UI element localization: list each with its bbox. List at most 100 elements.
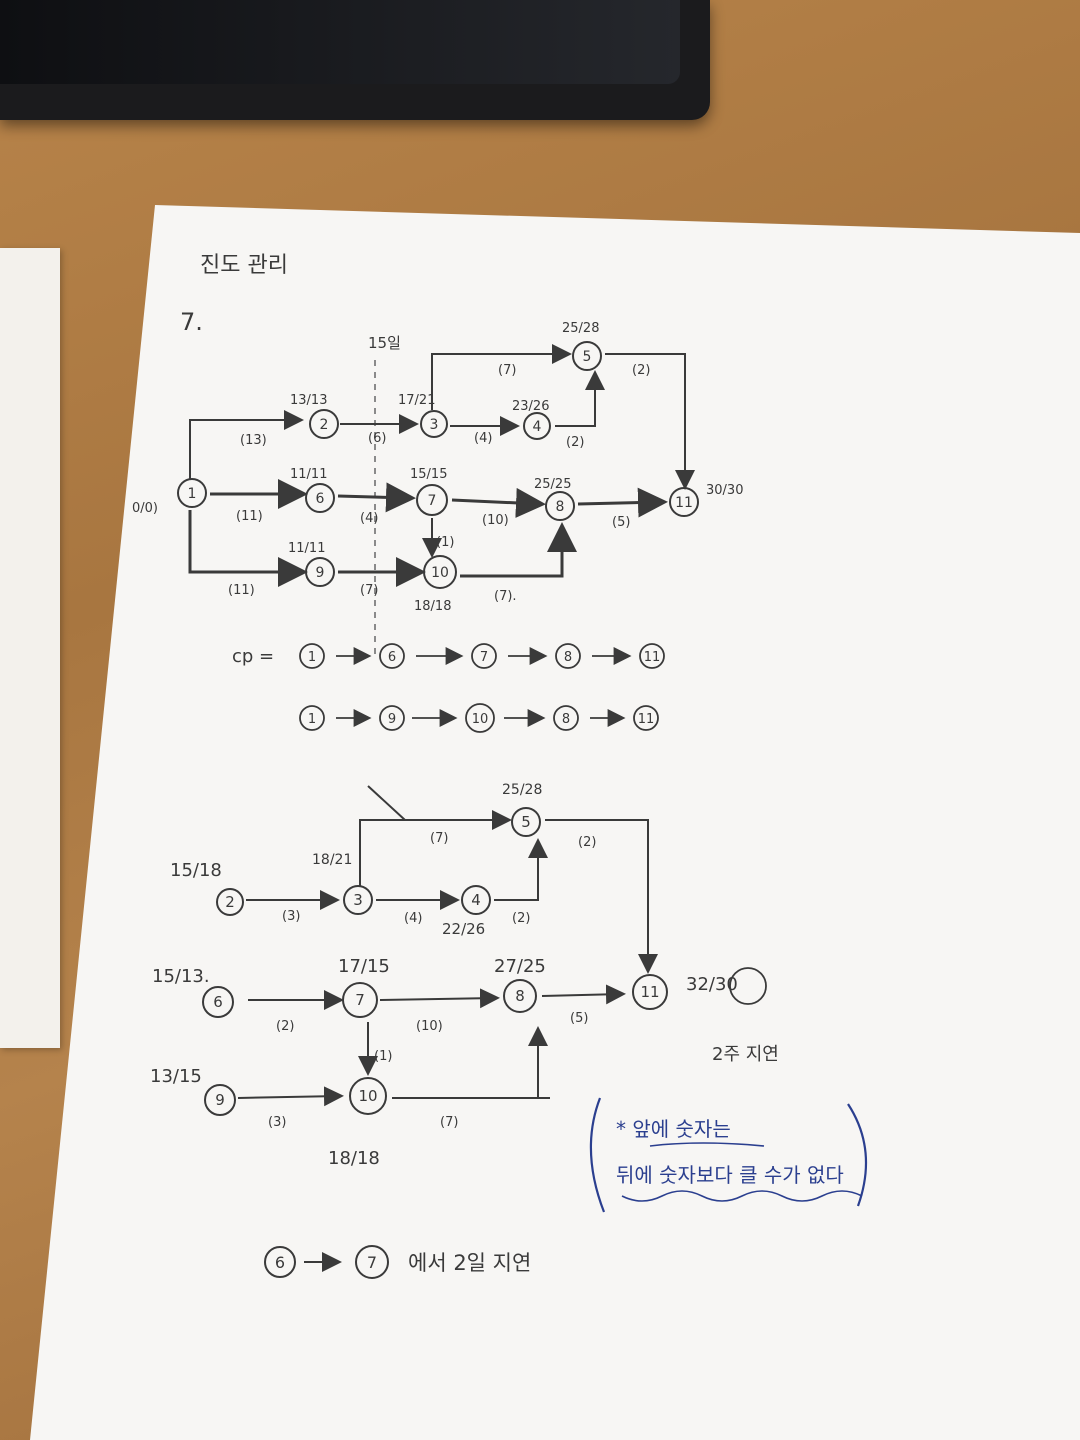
node2-11: [632, 974, 668, 1010]
node-6-times: 11/11: [290, 467, 327, 482]
dur-8-11: (5): [612, 515, 630, 530]
dur-1-6: (11): [236, 509, 263, 524]
cp2-node-b: [379, 705, 405, 731]
cp-prefix: cp =: [232, 646, 274, 667]
node2-9-times: 13/15: [150, 1066, 202, 1087]
node2-6: [202, 986, 234, 1018]
node-10-times: 18/18: [414, 599, 451, 614]
dur2-3-4: (4): [404, 911, 422, 926]
node-7: [416, 484, 448, 516]
dur-5-11: (2): [632, 363, 650, 378]
dur2-10-8: (7): [440, 1115, 458, 1130]
header-title: 진도 관리: [200, 253, 288, 278]
dur-1-2: (13): [240, 433, 267, 448]
node-5-label: 5: [583, 349, 592, 365]
cp2-node-c: [465, 703, 495, 733]
node2-3-label: 3: [353, 891, 363, 909]
dur-7-8: (10): [482, 513, 509, 528]
edge2-3-5: [359, 810, 512, 886]
node2-11-label: 11: [640, 983, 659, 1001]
cp1-node-e: [639, 643, 665, 669]
node2-8-label: 8: [515, 987, 525, 1005]
node2-7-times: 17/15: [338, 956, 390, 977]
dur-4-5: (2): [566, 435, 584, 450]
edge2-8-11: [541, 984, 626, 1005]
blue-note-line2: 뒤에 숫자보다 클 수가 없다: [616, 1163, 844, 1187]
cp2-node-d: [553, 705, 579, 731]
extra-note: 2주 지연: [712, 1044, 779, 1065]
node2-3: [343, 885, 373, 915]
node2-11-times: 32/30: [686, 974, 738, 995]
node-6: [305, 483, 335, 513]
edge2-9-10: [237, 1086, 344, 1107]
critical-paths: cp =: [232, 643, 665, 733]
cut-label: 15일: [368, 334, 401, 352]
cp1-b: 6: [388, 650, 396, 665]
conclusion: [264, 1245, 389, 1279]
node2-9-label: 9: [215, 1091, 225, 1109]
node-8-label: 8: [556, 499, 565, 515]
node2-7-label: 7: [355, 991, 365, 1009]
dur2-2-3: (3): [282, 909, 300, 924]
node-7-times: 15/15: [410, 467, 447, 482]
edge-8-11: [577, 487, 668, 518]
diagram1-durations: (13) (6) (4) (7) (2) (2) (11) (4) (10) (…: [228, 363, 650, 604]
node2-10-times: 18/18: [328, 1148, 380, 1169]
cp1-node-b: [379, 643, 405, 669]
node-9-times: 11/11: [288, 541, 325, 556]
node-9-label: 9: [316, 565, 325, 581]
node2-5-label: 5: [521, 813, 531, 831]
edge2-4-5: [494, 838, 548, 901]
node-9: [305, 557, 335, 587]
node-8-times: 25/25: [534, 477, 571, 492]
cp1-node-a: [299, 643, 325, 669]
node2-10: [349, 1077, 387, 1115]
node2-8: [503, 979, 537, 1013]
node2-9: [204, 1084, 236, 1116]
dur-6-7: (4): [360, 511, 378, 526]
node2-4-label: 4: [471, 891, 481, 909]
cp2-b: 9: [388, 712, 396, 727]
diagram2-times: 15/18 18/21 22/26 25/28 15/13. 17/15 27/…: [150, 782, 738, 1169]
blue-note: * 앞에 숫자는 뒤에 숫자보다 클 수가 없다: [589, 1097, 868, 1213]
problem-number: 7.: [180, 308, 203, 336]
tablet-device: [0, 0, 710, 120]
cp1-node-c: [471, 643, 497, 669]
node-10: [423, 555, 457, 589]
edge-7-8: [451, 487, 546, 518]
node-2-times: 13/13: [290, 393, 327, 408]
node2-6-label: 6: [213, 993, 223, 1011]
blue-note-line1: * 앞에 숫자는: [616, 1117, 731, 1141]
cp1-a: 1: [308, 650, 316, 665]
node-7-label: 7: [428, 493, 437, 509]
dur2-4-5: (2): [512, 911, 530, 926]
node-5-times: 25/28: [562, 321, 599, 336]
node2-4: [461, 885, 491, 915]
node2-7: [342, 982, 378, 1018]
node2-2-label: 2: [225, 893, 235, 911]
diagram2-durations: (3) (4) (7) (2) (2) (2) (10) (5) (1) (3)…: [268, 831, 596, 1130]
cp2-d: 8: [562, 712, 570, 727]
node-10-label: 10: [431, 565, 449, 581]
notebook-paper: [30, 205, 1080, 1440]
node-3-times: 17/21: [398, 393, 435, 408]
node2-2-times: 15/18: [170, 860, 222, 881]
dur-3-5: (7): [498, 363, 516, 378]
critical-path-labels: 1 6 7 8 11 1 9 10 8 11: [308, 650, 660, 727]
node-2: [309, 409, 339, 439]
node-6-label: 6: [316, 491, 325, 507]
dur-1-9: (11): [228, 583, 255, 598]
node-1-label: 1: [188, 486, 197, 502]
dur2-5-11: (2): [578, 835, 596, 850]
dur-9-10: (7): [360, 583, 378, 598]
side-paper-sheet: [0, 248, 60, 1048]
dur2-7-10: (1): [374, 1049, 392, 1064]
node-1-times: 0/0): [132, 501, 158, 516]
edge2-5-11: [545, 819, 658, 974]
dur-10-8: (7).: [494, 589, 517, 604]
total-30-circle: [729, 967, 767, 1005]
edge-10-8: [460, 522, 577, 578]
node-4: [523, 412, 551, 440]
node2-3-times: 18/21: [312, 852, 352, 868]
